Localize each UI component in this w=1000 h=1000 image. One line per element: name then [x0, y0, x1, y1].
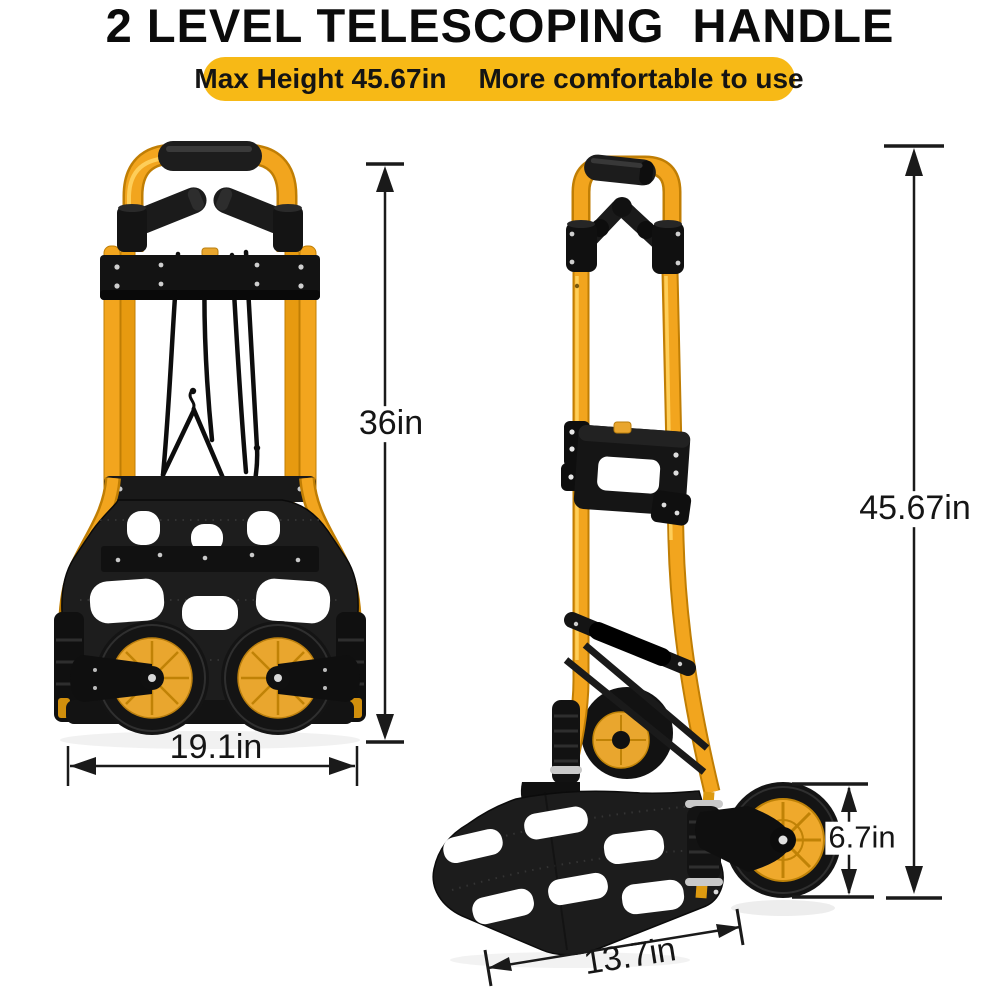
- top-crossbar: [100, 247, 320, 300]
- extended-handle: [571, 154, 682, 252]
- dim-19in-label: 19.1in: [169, 728, 263, 767]
- dimension-annotations: [66, 144, 944, 987]
- folded-hand-truck-illustration: [54, 141, 366, 749]
- dim-19in-line: [66, 746, 359, 786]
- dim-4567in-label: 45.67in: [856, 490, 974, 527]
- badge-max-height: Max Height 45.67in: [194, 63, 447, 94]
- folded-wheel-left: [70, 621, 209, 735]
- folded-wheel-right: [221, 621, 360, 735]
- handle-clamps: [117, 204, 303, 252]
- dim-137in-line: [483, 908, 745, 987]
- headline: 2 LEVEL TELESCOPING HANDLE: [105, 0, 895, 52]
- toe-platform: [432, 790, 724, 956]
- cross-struts: [563, 612, 710, 775]
- dim-36in-line: [366, 162, 404, 744]
- folded-side-grips: [130, 187, 290, 234]
- mid-bracket: [561, 421, 692, 526]
- dim-36in-label: 36in: [355, 405, 427, 442]
- extended-hand-truck-illustration: [432, 154, 841, 968]
- dim-67in-label: 6.7in: [825, 821, 899, 855]
- folded-telescoping-tubes: [103, 245, 317, 503]
- handle-clamps-extended: [566, 220, 684, 274]
- main-wheel: [695, 782, 841, 898]
- feature-badge: Max Height 45.67in More comfortable to u…: [194, 57, 804, 101]
- far-wheel: [581, 687, 673, 779]
- badge-comfort: More comfortable to use: [478, 63, 804, 94]
- foam-grip: [158, 141, 262, 171]
